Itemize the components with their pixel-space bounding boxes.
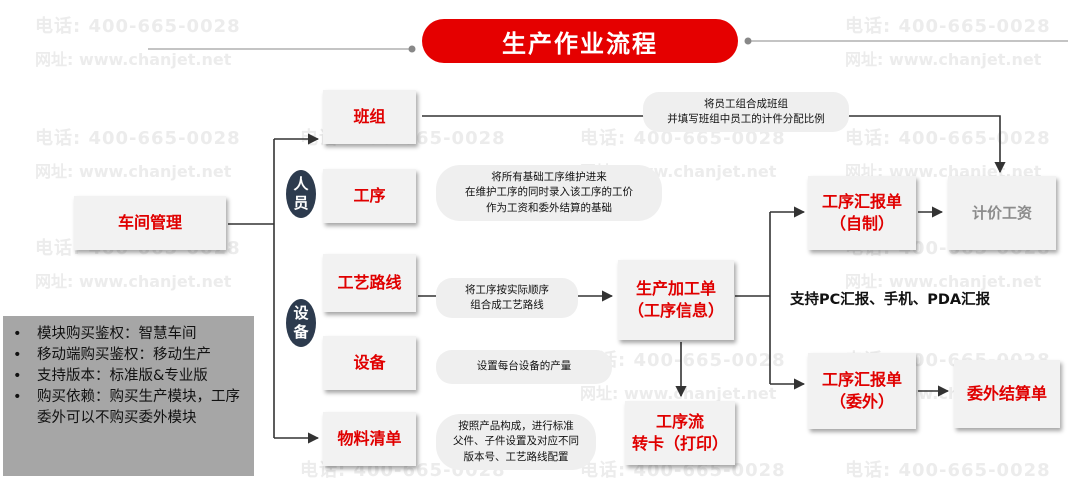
note-bom-line3: 版本号、工艺路线配置 [463, 450, 569, 463]
node-report-self-line2: （自制） [829, 214, 894, 233]
node-bom: 物料清单 [323, 412, 416, 466]
node-process-card-line2: 转卡（打印） [631, 434, 728, 453]
watermark-phone: 电话: 400-665-0028 [845, 460, 1051, 481]
watermark-site: 网址: www.chanjet.net [845, 50, 1042, 69]
info-item: • 支持版本：标准版&专业版 [9, 366, 248, 387]
watermark-site: 网址: www.chanjet.net [845, 162, 1042, 181]
info-item-text: 模块购买鉴权：智慧车间 [37, 326, 197, 342]
watermark-phone: 电话: 400-665-0028 [845, 16, 1051, 37]
title-line-dot-left [408, 45, 416, 53]
node-production-order-line1: 生产加工单 [635, 279, 716, 299]
bullet-icon: • [13, 326, 22, 342]
badge-device: 设 备 [286, 299, 316, 347]
watermark-site: 网址: www.chanjet.net [35, 162, 232, 181]
note-process: 将所有基础工序维护进来 在维护工序的同时录入该工序的工价 作为工资和委外结算的基… [436, 165, 662, 221]
note-team-line1: 将员工组合成班组 [704, 97, 788, 110]
info-list: • 模块购买鉴权：智慧车间 • 移动端购买鉴权：移动生产 • 支持版本：标准版&专业版… [9, 324, 248, 429]
note-equipment-line1: 设置每台设备的产量 [476, 360, 572, 373]
watermark-phone: 电话: 400-665-0028 [35, 128, 241, 149]
info-item-text: 支持版本：标准版&专业版 [37, 368, 208, 384]
watermark-phone: 电话: 400-665-0028 [845, 128, 1051, 149]
node-team: 班组 [323, 90, 416, 144]
watermark-phone: 电话: 400-665-0028 [580, 460, 786, 481]
bullet-icon: • [13, 389, 22, 405]
watermark-site: 网址: www.chanjet.net [845, 272, 1042, 291]
note-process-line3: 作为工资和委外结算的基础 [486, 201, 612, 214]
node-report-outsource: 工序汇报单 （委外） [808, 353, 916, 429]
edge-team-to-wage [422, 115, 1006, 174]
node-piece-wage: 计价工资 [948, 176, 1056, 250]
watermark-site: 网址: www.chanjet.net [35, 50, 232, 69]
node-production-order-line2: （工序信息） [627, 301, 724, 320]
watermark-phone: 电话: 400-665-0028 [580, 350, 786, 371]
note-route-line1: 将工序按实际顺序 [465, 283, 549, 296]
note-process-line2: 在维护工序的同时录入该工序的工价 [465, 186, 633, 199]
note-route: 将工序按实际顺序 组合成工艺路线 [436, 278, 578, 318]
note-process-line1: 将所有基础工序维护进来 [491, 171, 607, 184]
node-production-order: 生产加工单 （工序信息） [618, 260, 734, 340]
node-report-outsource-line1: 工序汇报单 [821, 370, 902, 390]
info-item: • 移动端购买鉴权：移动生产 [9, 345, 248, 366]
note-route-line2: 组合成工艺路线 [470, 299, 544, 311]
page-title: 生产作业流程 [422, 19, 738, 63]
node-report-outsource-line2: （委外） [829, 392, 894, 411]
note-bom-line1: 按照产品构成，进行标准 [458, 420, 574, 433]
node-report-self: 工序汇报单 （自制） [808, 176, 916, 250]
support-label: 支持PC汇报、手机、PDA汇报 [790, 292, 991, 308]
node-report-self-line1: 工序汇报单 [821, 192, 902, 212]
badge-personnel: 人 员 [286, 170, 316, 218]
note-bom: 按照产品构成，进行标准 父件、子件设置及对应不同 版本号、工艺路线配置 [436, 414, 596, 470]
title-line-dot-right [744, 37, 752, 45]
note-team: 将员工组合成班组 并填写班组中员工的计件分配比例 [643, 92, 849, 132]
badge-personnel-char1: 人 [293, 175, 309, 194]
node-route: 工艺路线 [323, 254, 416, 312]
watermark-site: 网址: www.chanjet.net [35, 272, 232, 291]
info-item-text: 移动端购买鉴权：移动生产 [37, 347, 211, 363]
bullet-icon: • [13, 368, 22, 384]
note-team-line2: 并填写班组中员工的计件分配比例 [667, 113, 825, 125]
info-panel: • 模块购买鉴权：智慧车间 • 移动端购买鉴权：移动生产 • 支持版本：标准版&专业版… [3, 316, 254, 476]
badge-personnel-char2: 员 [293, 194, 309, 212]
badge-device-char2: 备 [293, 323, 309, 341]
node-process-card-line1: 工序流 [655, 412, 704, 432]
node-process-card: 工序流 转卡（打印） [625, 401, 735, 465]
watermark-phone: 电话: 400-665-0028 [580, 128, 786, 149]
badge-device-char1: 设 [293, 304, 309, 323]
bullet-icon: • [13, 347, 22, 363]
node-equipment: 设备 [323, 336, 416, 390]
info-item: • 模块购买鉴权：智慧车间 [9, 324, 248, 345]
info-item: • 购买依赖：购买生产模块，工序委外可以不购买委外模块 [9, 387, 248, 429]
node-outsource-settlement: 委外结算单 [954, 360, 1060, 428]
watermark-phone: 电话: 400-665-0028 [35, 16, 241, 37]
note-bom-line2: 父件、子件设置及对应不同 [453, 435, 579, 448]
node-workshop: 车间管理 [74, 196, 226, 250]
node-process: 工序 [323, 169, 416, 223]
note-equipment: 设置每台设备的产量 [436, 350, 612, 384]
info-item-text: 购买依赖：购买生产模块，工序委外可以不购买委外模块 [37, 389, 240, 426]
